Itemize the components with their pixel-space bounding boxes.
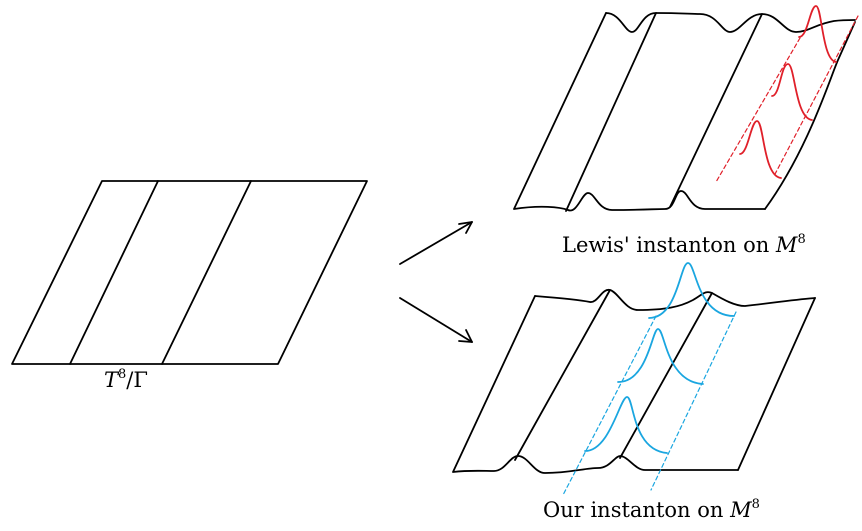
flat-torus-divider-1 xyxy=(69,180,159,365)
caption-bottom-text: Our instanton on xyxy=(543,498,731,522)
lewis-guide-line-left xyxy=(715,37,801,183)
lewis-ridge-1 xyxy=(565,12,657,212)
caption-top-sup: 8 xyxy=(797,232,806,247)
caption-bottom-sup: 8 xyxy=(751,497,760,512)
our-right-edge xyxy=(737,297,816,471)
caption-left-base: T xyxy=(104,368,119,392)
lewis-instanton xyxy=(715,5,859,183)
arrow-up-right xyxy=(399,221,473,265)
our-ridge-1 xyxy=(514,289,611,461)
caption-left-rest: /Γ xyxy=(126,368,148,392)
caption-top-var: M xyxy=(775,233,798,257)
caption-left-sup: 8 xyxy=(118,367,127,382)
flat-torus-parallelogram xyxy=(11,180,368,365)
caption-bottom-var: M xyxy=(730,498,752,522)
flat-torus-divider-2 xyxy=(161,180,252,365)
our-instanton-caption: Our instanton on M8 xyxy=(543,498,760,522)
our-ridge-2 xyxy=(619,292,713,459)
our-instanton xyxy=(562,262,737,496)
our-bump-1 xyxy=(648,262,735,319)
arrow-down-right xyxy=(399,297,473,343)
flat-torus-caption: T8/Γ xyxy=(104,368,148,392)
lewis-bump-1 xyxy=(798,5,837,63)
lewis-ridge-2 xyxy=(669,13,763,208)
lewis-right-edge xyxy=(764,21,856,210)
our-guide-line-left xyxy=(562,315,657,496)
lewis-guide-line-right xyxy=(773,15,859,177)
lewis-bump-3 xyxy=(739,120,782,179)
lewis-instanton-caption: Lewis' instanton on M8 xyxy=(562,233,806,257)
our-bump-3 xyxy=(584,396,668,454)
our-surface xyxy=(452,289,816,474)
our-bump-2 xyxy=(617,328,704,385)
lewis-bump-2 xyxy=(771,63,813,121)
lewis-surface xyxy=(513,12,856,212)
our-guide-line-right xyxy=(650,311,737,491)
caption-top-text: Lewis' instanton on xyxy=(562,233,776,257)
